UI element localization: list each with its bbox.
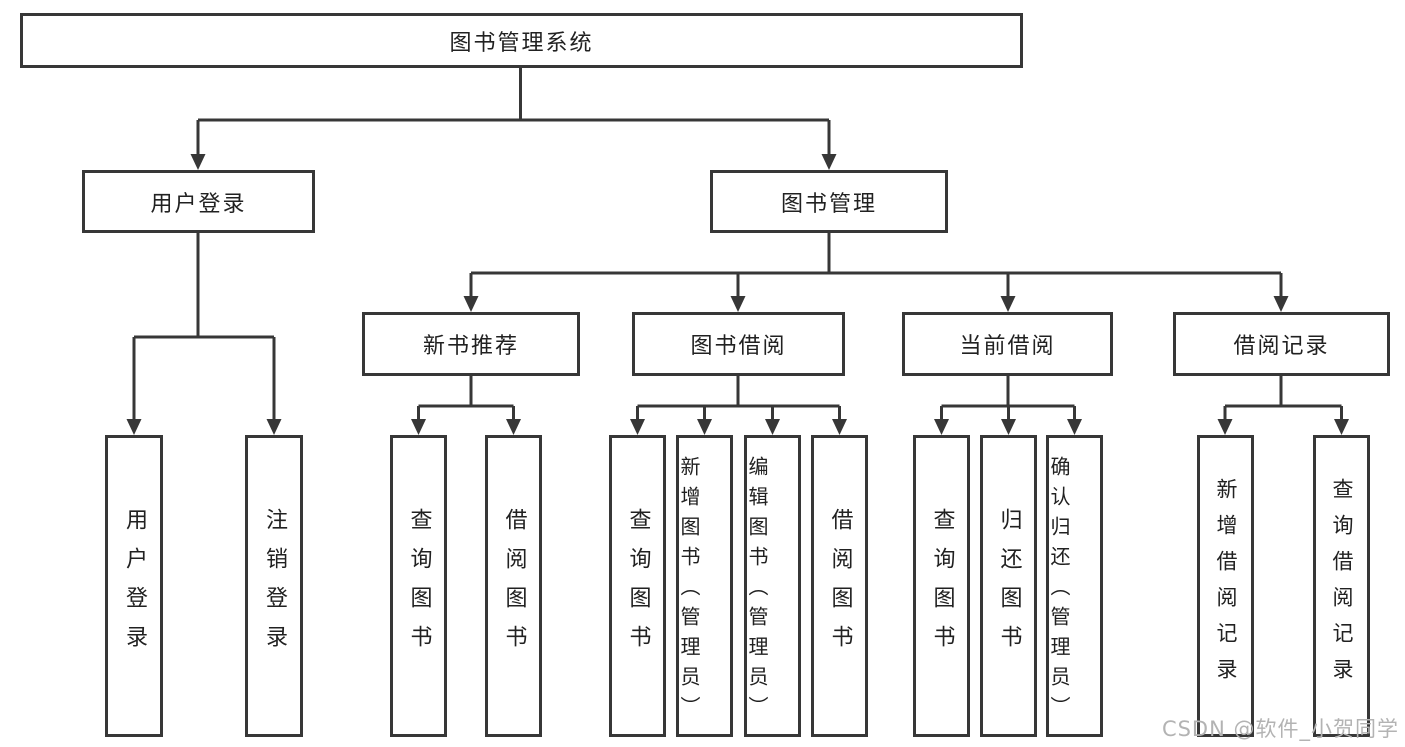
node-label: 新增借阅记录	[1214, 478, 1238, 694]
node-query-books-leaf: 查询图书	[390, 435, 447, 737]
node-label: 新书推荐	[422, 334, 519, 359]
node-edit-books-admin-leaf: 编辑图书（管理员）	[744, 435, 801, 737]
node-label: 借阅图书	[501, 508, 527, 664]
node-borrow-books-leaf: 借阅图书	[485, 435, 542, 737]
node-new-book-recommend: 新书推荐	[362, 312, 580, 376]
node-label: 借阅图书	[827, 508, 853, 664]
node-label: 查询图书	[406, 508, 432, 664]
node-label: 用户登录	[150, 191, 247, 217]
node-label: 查询图书	[625, 508, 651, 664]
node-borrow-books-leaf: 借阅图书	[811, 435, 868, 737]
node-logout-leaf: 注销登录	[245, 435, 303, 737]
node-return-books-leaf: 归还图书	[980, 435, 1037, 737]
node-label: 注销登录	[262, 508, 287, 664]
node-query-borrow-record-leaf: 查询借阅记录	[1313, 435, 1370, 737]
node-book-management-module: 图书管理	[710, 170, 948, 233]
node-book-borrowing: 图书借阅	[632, 312, 845, 376]
node-user-login-module: 用户登录	[82, 170, 315, 233]
node-library-management-system: 图书管理系统	[20, 13, 1023, 68]
node-user-login-leaf: 用户登录	[105, 435, 163, 737]
node-label: 查询借阅记录	[1330, 478, 1354, 694]
node-label: 图书管理系统	[449, 30, 594, 56]
node-label: 查询图书	[929, 508, 955, 664]
node-label: 借阅记录	[1233, 334, 1330, 359]
csdn-watermark: CSDN @软件_小贺同学	[1161, 717, 1399, 741]
node-add-borrow-record-leaf: 新增借阅记录	[1197, 435, 1254, 737]
node-label: 新增图书（管理员）	[677, 456, 701, 726]
node-query-books-leaf: 查询图书	[913, 435, 970, 737]
node-label: 用户登录	[122, 508, 147, 664]
node-query-books-leaf: 查询图书	[609, 435, 666, 737]
node-label: 编辑图书（管理员）	[745, 456, 769, 726]
node-label: 归还图书	[996, 508, 1022, 664]
node-label: 图书借阅	[690, 334, 787, 359]
node-add-books-admin-leaf: 新增图书（管理员）	[676, 435, 733, 737]
node-borrowing-records: 借阅记录	[1173, 312, 1390, 376]
node-label: 当前借阅	[959, 334, 1056, 359]
node-confirm-return-admin-leaf: 确认归还（管理员）	[1046, 435, 1103, 737]
node-label: 图书管理	[780, 191, 877, 217]
node-current-borrowing: 当前借阅	[902, 312, 1113, 376]
node-label: 确认归还（管理员）	[1047, 456, 1071, 726]
